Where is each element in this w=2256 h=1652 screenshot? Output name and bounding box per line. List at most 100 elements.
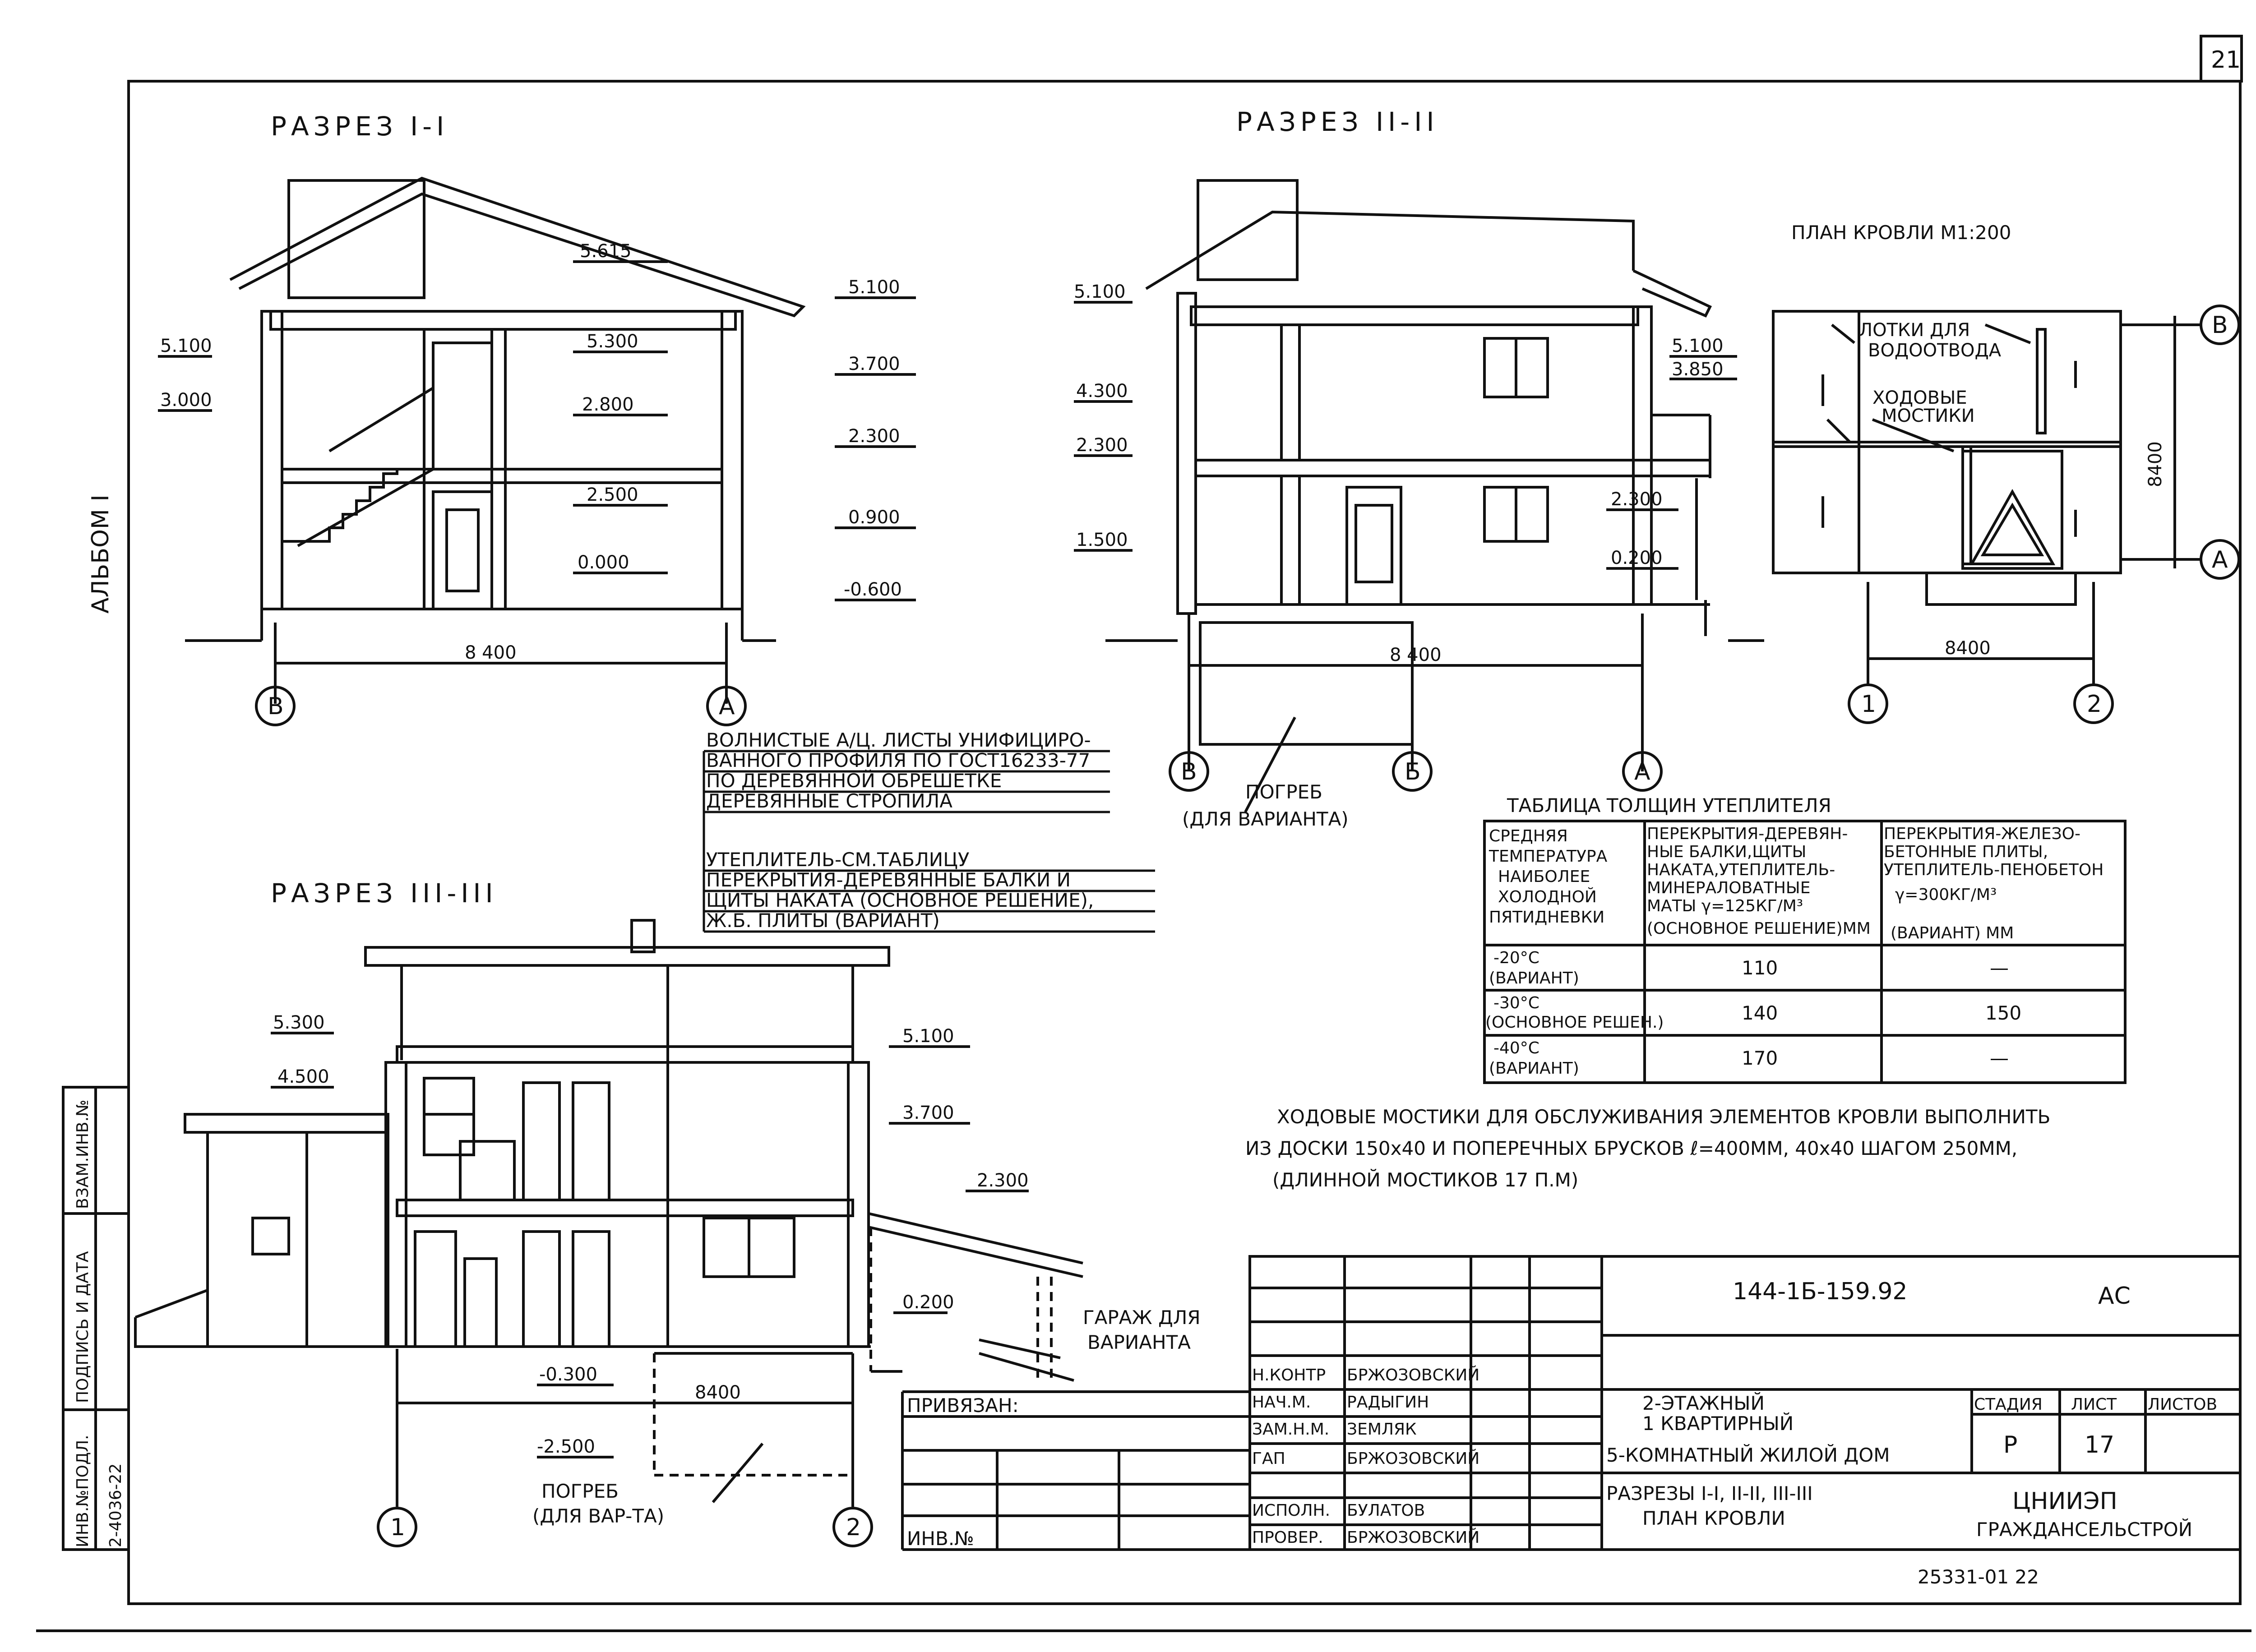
table-cell: (ВАРИАНТ)	[1489, 1059, 1579, 1078]
project-title-line: 5-КОМНАТНЫЙ ЖИЛОЙ ДОМ	[1606, 1444, 1890, 1466]
walkways-label: МОСТИКИ	[1882, 406, 1975, 426]
role-name: БРЖОЗОВСКИЙ	[1347, 1366, 1479, 1384]
garage-label: ГАРАЖ ДЛЯ	[1083, 1306, 1201, 1329]
level-mark: 3.700	[902, 1103, 954, 1123]
level-mark: 1.500	[1076, 530, 1128, 550]
level-mark: 4.300	[1076, 381, 1128, 401]
table-cell: -20°С	[1493, 949, 1539, 967]
roof-notes: ВОЛНИСТЫЕ А/Ц. ЛИСТЫ УНИФИЦИРО- ВАННОГО …	[703, 729, 1155, 933]
project-title-line: 2-ЭТАЖНЫЙ	[1642, 1392, 1765, 1414]
table-header-cell: (ОСНОВНОЕ РЕШЕНИЕ)ММ	[1647, 919, 1871, 938]
roof-plan-drawing: ПЛАН КРОВЛИ М1:200	[1772, 221, 2240, 724]
stamp-header: ИНВ.№ПОДЛ.	[74, 1435, 92, 1547]
role-label: ИСПОЛН.	[1252, 1501, 1330, 1520]
stamp-value: 2-4036-22	[106, 1463, 125, 1547]
sheets-header: ЛИСТОВ	[2148, 1395, 2217, 1414]
level-mark: 5.100	[160, 336, 212, 356]
axis-label: А	[719, 693, 735, 720]
width-dimension: 8 400	[465, 642, 517, 663]
sheet-number: 17	[2085, 1431, 2114, 1458]
axis-label: Б	[1405, 758, 1421, 785]
level-mark: -0.300	[539, 1364, 597, 1385]
sheet-title-line: РАЗРЕЗЫ I-I, II-II, III-III	[1606, 1482, 1813, 1504]
level-mark: 4.500	[277, 1066, 329, 1087]
level-mark: 5.300	[273, 1012, 325, 1033]
page-number: 21	[2211, 46, 2241, 74]
level-mark: 3.000	[160, 390, 212, 411]
axis-label: 1	[390, 1514, 405, 1541]
role-name: БУЛАТОВ	[1347, 1501, 1425, 1520]
role-label: Н.КОНТР	[1252, 1366, 1326, 1384]
stamp-header: ПОДПИСЬ И ДАТА	[74, 1251, 92, 1403]
section-1-marks: 5.615 5.100 5.300 5.100 3.700 3.000 2.80…	[160, 241, 902, 720]
roof-note-line: ПО ДЕРЕВЯННОЙ ОБРЕШЕТКЕ	[706, 769, 1002, 792]
organization-name: ГРАЖДАНСЕЛЬСТРОЙ	[1976, 1518, 2192, 1541]
roof-note-line: ПЕРЕКРЫТИЯ-ДЕРЕВЯННЫЕ БАЛКИ И	[706, 869, 1071, 891]
width-dimension: 8 400	[1390, 645, 1442, 665]
table-cell: (ОСНОВНОЕ РЕШЕН.)	[1485, 1013, 1664, 1032]
table-header-cell: ТЕМПЕРАТУРА	[1489, 847, 1608, 866]
role-name: БРЖОЗОВСКИЙ	[1347, 1528, 1479, 1547]
trays-label: ВОДООТВОДА	[1868, 340, 2002, 361]
table-header-cell: УТЕПЛИТЕЛЬ-ПЕНОБЕТОН	[1884, 861, 2103, 879]
table-cell: —	[1990, 1047, 2009, 1069]
level-mark: 0.900	[848, 507, 900, 528]
page-number-box	[2200, 35, 2243, 83]
level-mark: 5.100	[1672, 336, 1724, 356]
role-label: НАЧ.М.	[1252, 1393, 1311, 1412]
cellar-note: (ДЛЯ ВАРИАНТА)	[1182, 808, 1349, 830]
level-mark: 2.300	[977, 1170, 1029, 1191]
walkway-note-line: ХОДОВЫЕ МОСТИКИ ДЛЯ ОБСЛУЖИВАНИЯ ЭЛЕМЕНТ…	[1277, 1106, 2050, 1128]
level-mark: -2.500	[537, 1436, 595, 1457]
stage-header: СТАДИЯ	[1974, 1395, 2043, 1414]
garage-label: ВАРИАНТА	[1087, 1331, 1191, 1353]
table-header-cell: γ=300КГ/М³	[1895, 886, 1997, 904]
walkway-note-line: (ДЛИННОЙ МОСТИКОВ 17 П.М)	[1272, 1168, 1578, 1191]
role-label: ЗАМ.Н.М.	[1252, 1420, 1329, 1439]
table-cell: 150	[1985, 1002, 2021, 1024]
roof-dim-horizontal: 8400	[1945, 638, 1991, 659]
level-mark: 2.800	[582, 394, 634, 415]
table-header-cell: НАКАТА,УТЕПЛИТЕЛЬ-	[1647, 861, 1835, 879]
table-cell: —	[1990, 957, 2009, 979]
sheet-title-line: ПЛАН КРОВЛИ	[1642, 1507, 1785, 1529]
level-mark: 5.100	[848, 277, 900, 298]
level-mark: 5.100	[902, 1026, 954, 1047]
level-mark: 5.615	[580, 241, 632, 262]
roof-dim-vertical: 8400	[2145, 441, 2166, 487]
album-label: АЛЬБОМ I	[87, 494, 114, 614]
axis-label: А	[1634, 758, 1650, 785]
level-mark: 2.300	[848, 426, 900, 447]
level-mark: 3.850	[1672, 359, 1724, 380]
stage-value: Р	[2003, 1431, 2017, 1458]
drawing-frame	[127, 80, 2242, 1605]
axis-label: А	[2212, 546, 2228, 573]
level-mark: -0.600	[844, 579, 902, 600]
walkway-note: ХОДОВЫЕ МОСТИКИ ДЛЯ ОБСЛУЖИВАНИЯ ЭЛЕМЕНТ…	[1245, 1106, 2050, 1191]
level-mark: 5.300	[587, 331, 638, 352]
table-header-cell: ХОЛОДНОЙ	[1498, 887, 1597, 906]
level-mark: 3.700	[848, 354, 900, 374]
footer-code: 25331-01 22	[1918, 1566, 2039, 1588]
level-mark: 5.100	[1074, 281, 1126, 302]
table-header-cell: БЕТОННЫЕ ПЛИТЫ,	[1884, 843, 2048, 861]
table-title: ТАБЛИЦА ТОЛЩИН УТЕПЛИТЕЛЯ	[1507, 794, 1831, 817]
roof-note-line: ВАННОГО ПРОФИЛЯ ПО ГОСТ16233-77	[706, 749, 1090, 771]
section-2-marks: 5.100 5.100 3.850 4.300 2.300 2.300 1.50…	[1074, 281, 1724, 830]
walkways-label: ХОДОВЫЕ	[1872, 388, 1967, 408]
table-cell: 170	[1742, 1047, 1778, 1069]
title-block-text: 144-1Б-159.92 АС ПРИВЯЗАН: ИНВ.№ Н.КОНТР…	[907, 1278, 2217, 1550]
table-cell: (ВАРИАНТ)	[1489, 969, 1579, 988]
walkway-note-line: ИЗ ДОСКИ 150х40 И ПОПЕРЕЧНЫХ БРУСКОВ ℓ=4…	[1245, 1137, 2017, 1159]
level-mark: 2.500	[587, 485, 638, 505]
bound-label: ПРИВЯЗАН:	[907, 1394, 1019, 1417]
table-header-cell: ПЯТИДНЕВКИ	[1489, 908, 1604, 927]
section-1-title: РАЗРЕЗ I-I	[271, 111, 448, 142]
table-header-cell: НАИБОЛЕЕ	[1498, 868, 1590, 886]
level-mark: 2.300	[1076, 435, 1128, 456]
role-name: БРЖОЗОВСКИЙ	[1347, 1449, 1479, 1468]
section-1-drawing: РАЗРЕЗ I-I	[158, 111, 916, 726]
level-mark: 0.000	[578, 552, 629, 573]
level-mark: 0.200	[1611, 548, 1663, 568]
cellar-label: ПОГРЕБ	[541, 1480, 619, 1502]
